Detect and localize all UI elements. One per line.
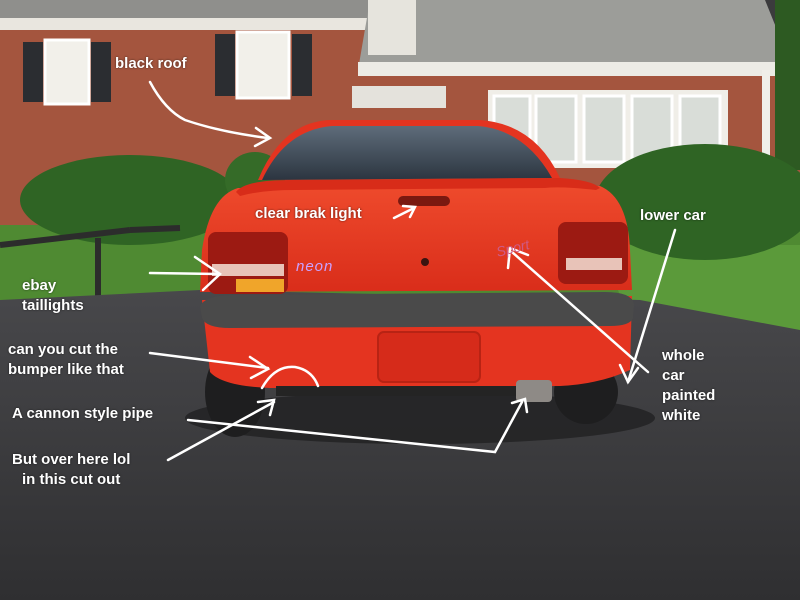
upper-window-mid [235,30,291,100]
arrow-over-here [166,400,276,462]
annotation-cannon-pipe: A cannon style pipe [12,405,154,422]
annotation-whole-car-painted: whole car painted white [662,347,716,424]
annotation-ebay-taillights: ebay taillights [22,277,84,314]
shutter-left-1 [23,42,43,102]
annotation-lower-car: lower car [640,207,706,224]
right-roof [358,0,790,70]
shutter-left-2 [91,42,111,102]
neon-badge: neon [296,258,334,275]
arrowhead-black-roof [253,126,273,148]
annotation-clear-brake-light: clear brak light [255,205,362,222]
third-brake-light [398,196,450,206]
arrowhead-cannon-pipe [510,397,529,414]
rear-window [262,126,552,180]
porch-light-box [352,86,446,108]
exhaust-pipe [516,380,552,402]
arrowhead-lower-car [618,363,640,385]
left-taillight-lens [212,264,284,276]
left-taillight [208,232,288,294]
right-taillight [558,222,628,284]
red-car [200,120,634,437]
hedge-right [595,144,800,260]
hedge-left [20,155,240,245]
license-plate-area [377,331,481,383]
arrowhead-bumper [248,355,271,380]
arrow-black-roof [148,80,270,140]
left-taillight-amber [236,279,284,292]
arrow-taillights [148,271,220,276]
shutter-mid-1 [215,34,235,96]
trunk-lock [421,258,429,266]
upper-window-left [43,38,91,106]
bumper-cut-curve [260,365,320,390]
trailer [0,225,181,300]
shutter-mid-2 [292,34,312,96]
arrow-cannon-pipe [186,400,524,454]
arrowhead-over-here [256,398,276,417]
arrow-whole-car [510,250,650,374]
arrow-brake-light [392,206,416,220]
rear-spoiler [236,178,600,196]
arrowhead-brake-light [401,204,417,219]
trunk-body [200,186,632,292]
annotation-cut-bumper: can you cut the bumper like that [8,341,124,378]
right-taillight-lens [566,258,622,270]
arrow-bumper [148,351,270,370]
tree-edge [775,0,800,170]
downspout [762,70,770,170]
arrow-lower-car [626,228,677,384]
annotation-strokes [148,80,677,462]
annotation-black-roof: black roof [115,55,187,72]
left-fascia [0,18,375,30]
bumper-rub-strip [200,292,634,328]
right-fascia [358,62,790,76]
undercarriage [276,386,516,396]
annotation-over-here: But over here lol in this cut out [12,451,131,488]
arrowhead-taillights [193,255,222,292]
siding-panel [368,0,416,55]
arrowhead-whole-car [506,246,530,270]
